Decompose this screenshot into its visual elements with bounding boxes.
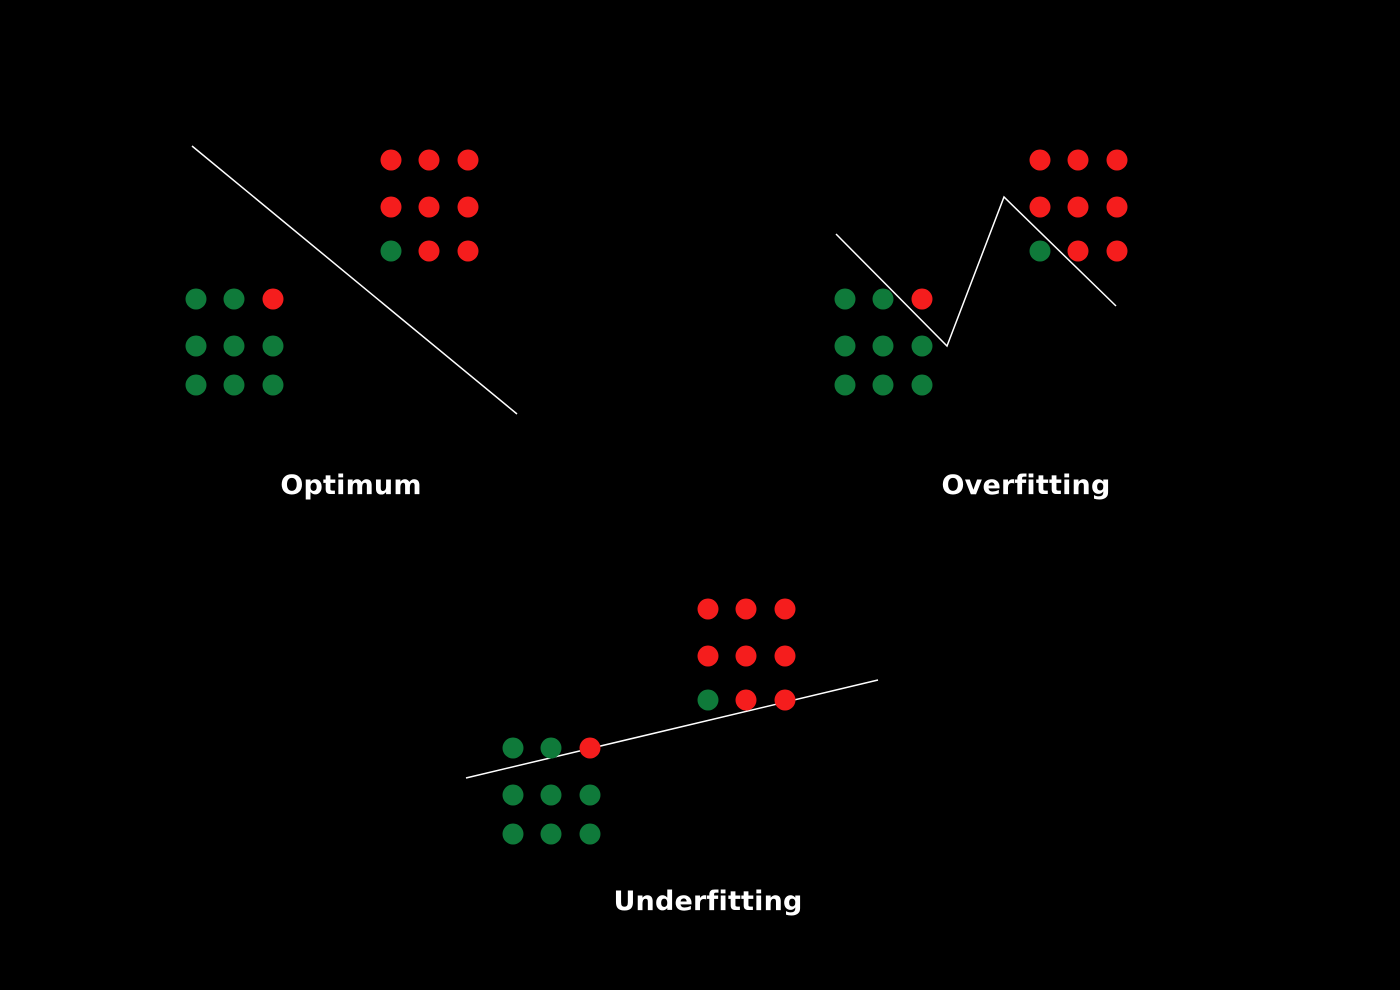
green-point: [262, 374, 284, 396]
red-point: [774, 598, 796, 620]
green-point: [872, 374, 894, 396]
red-point: [418, 149, 440, 171]
green-point: [579, 823, 601, 845]
panel-optimum: [185, 145, 518, 415]
red-point: [579, 737, 601, 759]
panel-label-optimum: Optimum: [280, 470, 422, 501]
upper-cluster: [1029, 149, 1128, 262]
red-point: [1106, 196, 1128, 218]
green-point: [540, 784, 562, 806]
red-point: [1106, 240, 1128, 262]
red-point: [380, 149, 402, 171]
green-point: [223, 335, 245, 357]
green-point: [911, 335, 933, 357]
red-point: [1067, 196, 1089, 218]
green-point: [834, 335, 856, 357]
red-point: [1029, 196, 1051, 218]
red-point: [735, 689, 757, 711]
panel-label-underfitting: Underfitting: [613, 886, 803, 917]
red-point: [457, 149, 479, 171]
green-point: [872, 335, 894, 357]
red-point: [911, 288, 933, 310]
green-point: [185, 335, 207, 357]
green-point: [380, 240, 402, 262]
green-point: [223, 288, 245, 310]
red-point: [1106, 149, 1128, 171]
green-point: [502, 823, 524, 845]
red-point: [1067, 240, 1089, 262]
panel-overfitting: [834, 149, 1128, 396]
red-point: [774, 645, 796, 667]
red-point: [697, 645, 719, 667]
decision-boundary-overfitting: [835, 195, 1117, 348]
lower-cluster: [834, 288, 933, 396]
green-point: [697, 689, 719, 711]
green-point: [1029, 240, 1051, 262]
red-point: [774, 689, 796, 711]
decision-boundary-underfitting: [465, 679, 879, 779]
panel-underfitting: [465, 598, 879, 845]
green-point: [540, 823, 562, 845]
lower-cluster: [502, 737, 601, 845]
green-point: [502, 737, 524, 759]
red-point: [262, 288, 284, 310]
upper-cluster: [697, 598, 796, 711]
upper-cluster: [380, 149, 479, 262]
green-point: [834, 288, 856, 310]
panel-label-overfitting: Overfitting: [941, 470, 1111, 501]
green-point: [540, 737, 562, 759]
decision-boundary-optimum: [191, 145, 518, 415]
red-point: [1029, 149, 1051, 171]
green-point: [223, 374, 245, 396]
green-point: [262, 335, 284, 357]
green-point: [872, 288, 894, 310]
red-point: [1067, 149, 1089, 171]
red-point: [457, 196, 479, 218]
green-point: [834, 374, 856, 396]
green-point: [911, 374, 933, 396]
red-point: [457, 240, 479, 262]
red-point: [735, 645, 757, 667]
green-point: [502, 784, 524, 806]
red-point: [418, 196, 440, 218]
red-point: [380, 196, 402, 218]
green-point: [579, 784, 601, 806]
lower-cluster: [185, 288, 284, 396]
green-point: [185, 374, 207, 396]
red-point: [697, 598, 719, 620]
red-point: [418, 240, 440, 262]
green-point: [185, 288, 207, 310]
red-point: [735, 598, 757, 620]
